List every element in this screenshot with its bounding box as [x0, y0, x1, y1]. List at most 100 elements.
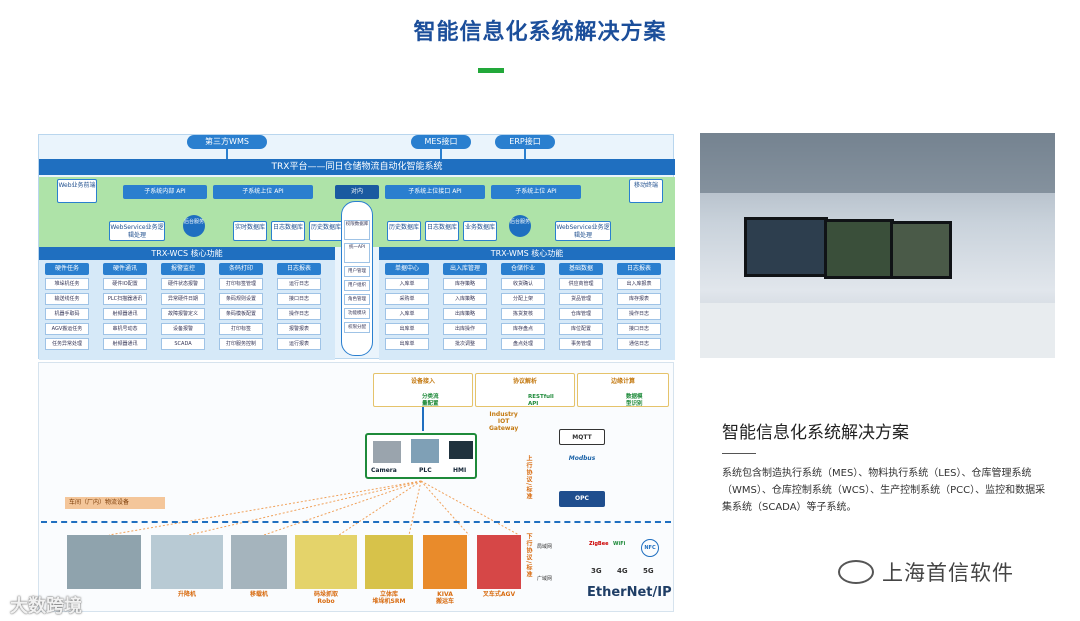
permission-column: 权限数据库 统一API 用户管理 用户组织 角色管理 功能模块 权限分配: [341, 201, 373, 356]
device-label: 码垛抓取 Robo: [313, 591, 338, 605]
wms-cell: 出入库报表: [617, 278, 661, 290]
history-db: 历史数据库: [309, 221, 343, 241]
kiva-image: [423, 535, 467, 589]
lift-image: [151, 535, 223, 589]
ethernet-ip-logo: EtherNet/IP: [587, 585, 672, 600]
device-label: 移载机: [249, 591, 268, 598]
floor-equipment-tag: 车间（厂内）物流设备: [65, 497, 165, 509]
title-underline: [478, 68, 504, 73]
architecture-diagram: 第三方WMS MES接口 ERP接口 TRX平台——同日仓储物流自动化智能系统 …: [38, 134, 675, 360]
lan-label: 局域网: [537, 544, 553, 550]
wms-cell: 货品管理: [559, 293, 603, 305]
mes-interface-box: MES接口: [411, 135, 471, 149]
wms-cell: 出库策略: [443, 308, 487, 320]
wms-cell: 入库单: [385, 308, 429, 320]
monitor-3: [890, 221, 952, 279]
platform-band: TRX平台——同日仓储物流自动化智能系统: [39, 159, 675, 175]
wms-cell: 采购单: [385, 293, 429, 305]
divider-line: [41, 521, 671, 523]
inner-label: 对内: [335, 185, 379, 199]
wcs-cell: 机器手取码: [45, 308, 89, 320]
permission-db: 权限数据库: [344, 220, 370, 240]
web-frontend-box: Web业务前端: [57, 179, 97, 203]
layer-device-access: 设备接入 分类流 量配置: [373, 373, 473, 407]
wms-cell: 入库策略: [443, 293, 487, 305]
wms-cell: 库存盘点: [501, 323, 545, 335]
mqtt-logo: MQTT: [559, 429, 605, 445]
wcs-cell: 硬件状态报警: [161, 278, 205, 290]
wcs-title: TRX-WCS 核心功能: [39, 247, 335, 260]
layer-title: 边缘计算: [610, 378, 635, 385]
third-party-wms-box: 第三方WMS: [187, 135, 267, 149]
wcs-cell: 运行报表: [277, 338, 321, 350]
iot-gateway-label: Industry IOT Gateway: [489, 411, 519, 432]
log-db-2: 日志数据库: [425, 221, 459, 241]
api-label: 子系统上位接口 API: [385, 185, 485, 199]
robot-image: [295, 535, 357, 589]
opc-logo: OPC: [559, 491, 605, 507]
wms-cell: 库存策略: [443, 278, 487, 290]
wms-cell: 事务管理: [559, 338, 603, 350]
conveyor-image: [67, 535, 141, 589]
monitor-1: [744, 217, 828, 277]
wcs-cell: 条码规则设置: [219, 293, 263, 305]
solution-description: 系统包含制造执行系统（MES）、物料执行系统（LES）、仓库管理系统（WMS）、…: [722, 468, 1046, 513]
transfer-image: [231, 535, 287, 589]
hub-label: HMI: [453, 467, 467, 474]
wcs-column-head: 日志报表: [277, 263, 321, 275]
agv-image: [477, 535, 521, 589]
connection-lines: [108, 407, 520, 536]
unified-api: 统一API: [344, 243, 370, 263]
layer-title: 设备接入: [410, 378, 435, 385]
user-org: 用户组织: [344, 280, 370, 291]
wms-cell: 批次调整: [443, 338, 487, 350]
device-label: 升降机: [177, 591, 196, 598]
wms-cell: 库位配置: [559, 323, 603, 335]
wms-cell: 出库单: [385, 323, 429, 335]
wms-column: 出入库管理库存策略入库策略出库策略出库操作批次调整: [443, 263, 487, 353]
5g-logo: 5G: [643, 567, 654, 575]
layer-edge-compute: 边缘计算 数据模 型识别: [577, 373, 669, 407]
wcs-cell: 硬件IO配置: [103, 278, 147, 290]
wms-cell: 入库单: [385, 278, 429, 290]
wms-column-head: 单据中心: [385, 263, 429, 275]
wifi-logo: WiFi: [613, 541, 626, 547]
wcs-cell: 故障报警定义: [161, 308, 205, 320]
wechat-icon: [838, 560, 874, 584]
wms-column-head: 日志报表: [617, 263, 661, 275]
wms-column-head: 仓储作业: [501, 263, 545, 275]
photo-desk: [700, 303, 1055, 358]
wcs-column: 条码打印打印标签管理条码规则设置条码模板配置打印标签打印服务控制: [219, 263, 263, 353]
wms-cell: 分配上架: [501, 293, 545, 305]
camera-icon: [373, 441, 401, 463]
layer-text: RESTfull API: [528, 394, 554, 407]
arrow: [226, 149, 228, 159]
wms-cell: 出库操作: [443, 323, 487, 335]
log-db: 日志数据库: [271, 221, 305, 241]
watermark: 大数跨境: [10, 596, 82, 617]
wms-cell: 接口日志: [617, 323, 661, 335]
wcs-cell: 报警报表: [277, 323, 321, 335]
arrow: [440, 149, 442, 159]
wms-cell: 供应商管理: [559, 278, 603, 290]
backend-service-2: 后台服务: [509, 215, 531, 237]
title-rule: [722, 453, 756, 454]
api-label: 子系统内部 API: [123, 185, 207, 199]
wan-label: 广域网: [537, 576, 553, 582]
wms-cell: 通信日志: [617, 338, 661, 350]
wcs-cell: 射频器通讯: [103, 308, 147, 320]
wcs-cell: 操作日志: [277, 308, 321, 320]
wcs-cell: 打印服务控制: [219, 338, 263, 350]
wcs-cell: 打印标签: [219, 323, 263, 335]
wcs-cell: 任务异常处理: [45, 338, 89, 350]
wms-cell: 盘点处理: [501, 338, 545, 350]
erp-interface-box: ERP接口: [495, 135, 555, 149]
mobile-terminal-box: 移动终端: [629, 179, 663, 203]
wms-column: 单据中心入库单采购单入库单出库单出库单: [385, 263, 429, 353]
wcs-column-head: 硬件任务: [45, 263, 89, 275]
history-db-2: 历史数据库: [387, 221, 421, 241]
device-label: 立体库 堆垛机SRM: [372, 591, 406, 605]
role-mgmt: 角色管理: [344, 294, 370, 305]
page-title: 智能信息化系统解决方案: [413, 20, 667, 45]
